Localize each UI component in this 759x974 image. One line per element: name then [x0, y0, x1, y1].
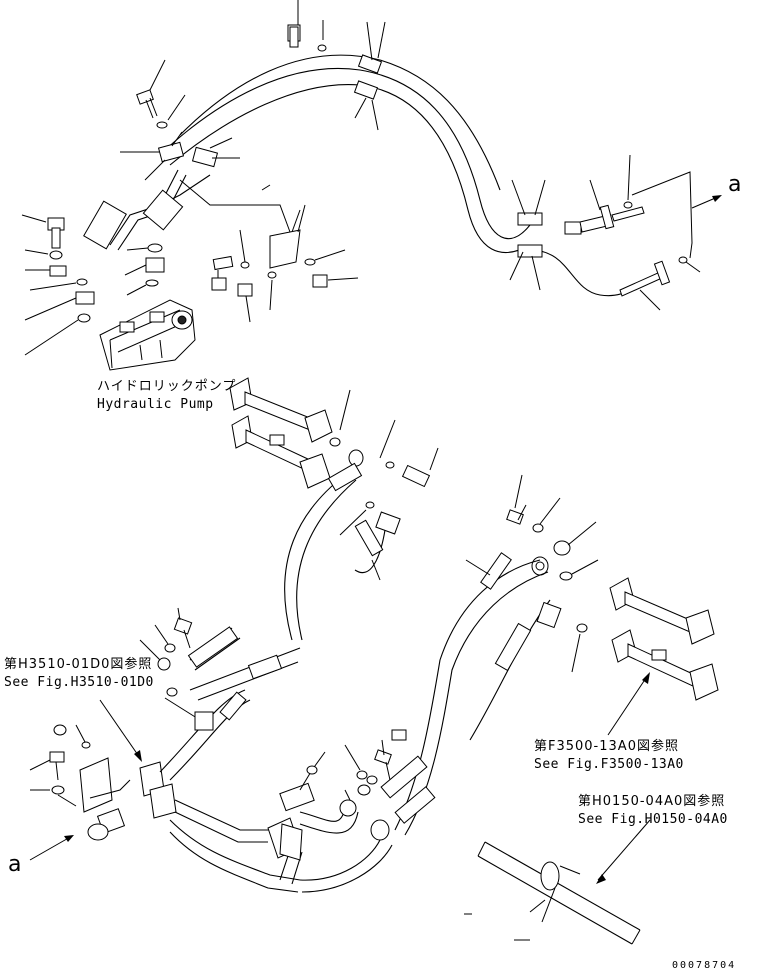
- pump-fittings-group: [21, 59, 359, 356]
- right-manifold: [506, 474, 719, 736]
- drawing-number: 00078704: [672, 960, 737, 971]
- hydraulic-pump-body: [99, 299, 196, 371]
- ref-h3510-en: See Fig.H3510-01D0: [4, 675, 154, 690]
- ref-f3500-en: See Fig.F3500-13A0: [534, 757, 684, 772]
- bottom-pipe-clamp: [464, 819, 651, 945]
- ref-h3510-jp: 第H3510-01D0図参照: [4, 657, 153, 672]
- ref-f3500-jp: 第F3500-13A0図参照: [534, 739, 679, 754]
- connector-a-right: a: [728, 172, 742, 197]
- center-manifold-top: [229, 377, 439, 641]
- ref-h0150-jp: 第H0150-04A0図参照: [578, 794, 726, 809]
- lower-left-assembly: [29, 607, 436, 893]
- pump-label-jp: ハイドロリックポンプ: [97, 379, 237, 394]
- pump-label-en: Hydraulic Pump: [97, 397, 214, 412]
- ref-h0150-en: See Fig.H0150-04A0: [578, 812, 728, 827]
- connector-a-left: a: [8, 852, 22, 877]
- upper-hose-assembly: [164, 0, 722, 311]
